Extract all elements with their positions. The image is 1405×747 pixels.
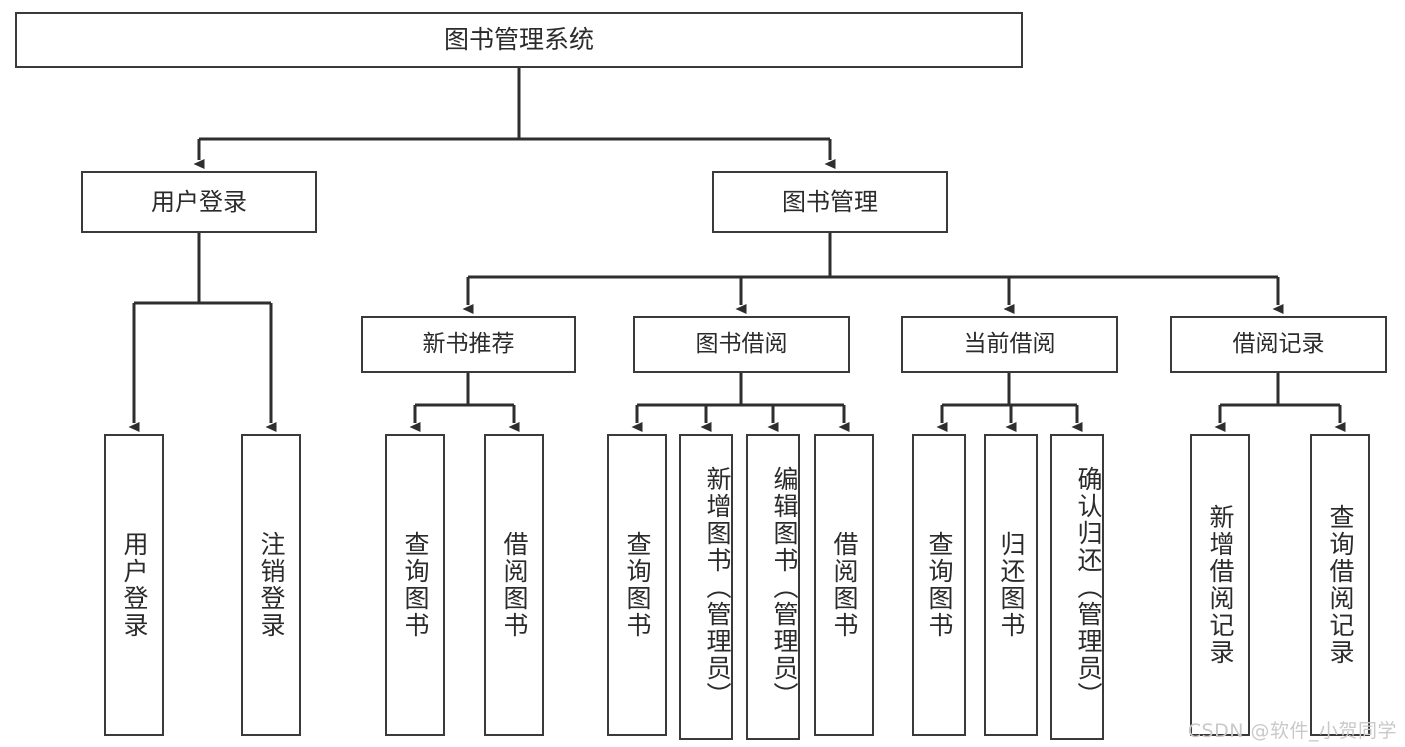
node-root-system[interactable]: 图书管理系统 — [15, 12, 1023, 68]
leaf-logout-login[interactable]: 注销登录 — [241, 434, 301, 736]
node-book-management[interactable]: 图书管理 — [712, 171, 948, 233]
node-current-borrow[interactable]: 当前借阅 — [901, 316, 1118, 373]
node-borrow-record[interactable]: 借阅记录 — [1170, 316, 1387, 373]
leaf-add-borrow-record[interactable]: 新增借阅记录 — [1190, 434, 1250, 736]
leaf-borrow-book[interactable]: 借阅图书 — [814, 434, 874, 736]
csdn-watermark: CSDN @软件_小贺同学 — [1187, 720, 1397, 742]
leaf-query-book-borrow[interactable]: 查询图书 — [607, 434, 667, 736]
leaf-query-book-recommend[interactable]: 查询图书 — [385, 434, 445, 736]
node-book-borrow[interactable]: 图书借阅 — [633, 316, 850, 373]
leaf-confirm-return-admin[interactable]: 确认归还（管理员） — [1050, 434, 1104, 740]
node-user-login[interactable]: 用户登录 — [81, 171, 317, 233]
leaf-add-book-admin[interactable]: 新增图书（管理员） — [679, 434, 733, 740]
leaf-edit-book-admin[interactable]: 编辑图书（管理员） — [746, 434, 800, 740]
leaf-query-book-current[interactable]: 查询图书 — [912, 434, 966, 736]
leaf-user-login[interactable]: 用户登录 — [104, 434, 164, 736]
leaf-return-book[interactable]: 归还图书 — [984, 434, 1038, 736]
leaf-borrow-book-recommend[interactable]: 借阅图书 — [484, 434, 544, 736]
leaf-query-borrow-record[interactable]: 查询借阅记录 — [1310, 434, 1370, 736]
node-new-book-recommend[interactable]: 新书推荐 — [361, 316, 576, 373]
